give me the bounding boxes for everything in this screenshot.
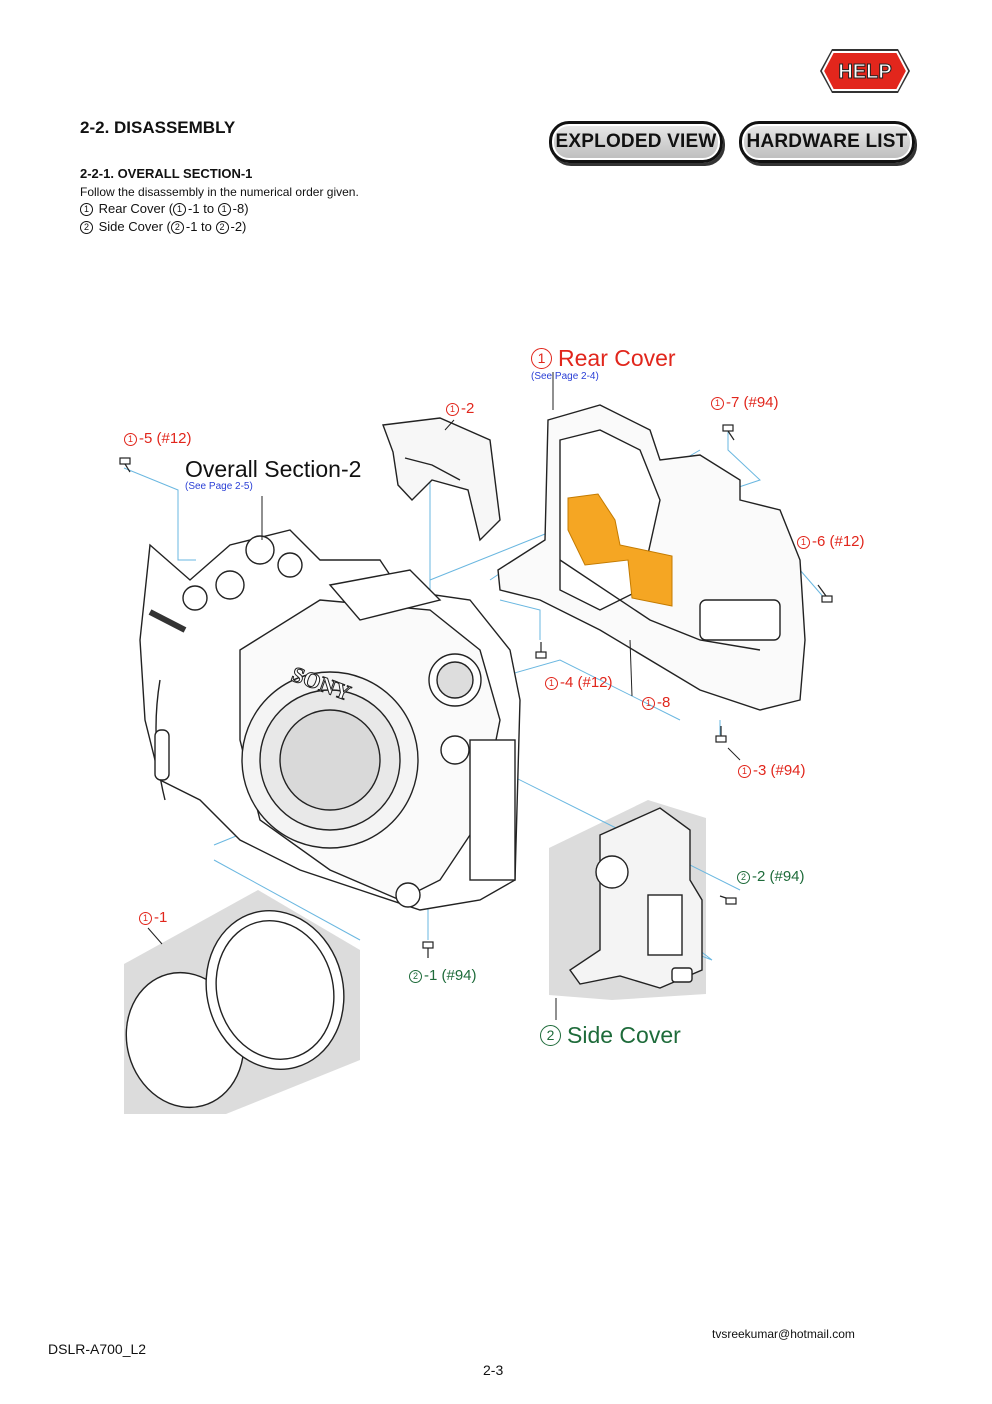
callout-1-2: 1-2 [446, 400, 474, 417]
callout-1-6: 1-6 (#12) [797, 533, 865, 550]
callout-1-7: 1-7 (#94) [711, 394, 779, 411]
camera-body: SONY [139, 529, 521, 911]
callout-1-8: 1-8 [642, 694, 670, 711]
footer-email: tvsreekumar@hotmail.com [712, 1327, 855, 1341]
pointer-lines [147, 372, 741, 1020]
circled-number: 2 [80, 221, 93, 234]
step-side-cover: 2 Side Cover (2-1 to 2-2) [80, 219, 246, 234]
body-cap [125, 910, 345, 1109]
screw-icon [119, 457, 131, 473]
subsection-title: 2-2-1. OVERALL SECTION-1 [80, 166, 253, 181]
callout-1-3: 1-3 (#94) [738, 762, 806, 779]
exploded-view-button[interactable]: EXPLODED VIEW [549, 121, 723, 163]
callout-1-1: 1-1 [139, 909, 167, 926]
eyepiece-cup [382, 417, 501, 542]
screw-icon [715, 726, 727, 743]
flex-cable [567, 493, 673, 607]
callout-1-4: 1-4 (#12) [545, 674, 613, 691]
screw-icon [422, 941, 434, 958]
screws [119, 424, 833, 958]
screw-icon [535, 642, 547, 659]
callout-1-5: 1-5 (#12) [124, 430, 192, 447]
step-rear-cover: 1 Rear Cover (1-1 to 1-8) [80, 201, 249, 216]
help-label: HELP [838, 61, 891, 83]
footer-model: DSLR-A700_L2 [48, 1341, 147, 1357]
intro-text: Follow the disassembly in the numerical … [80, 185, 359, 199]
screw-icon [722, 424, 735, 441]
callout-2-2: 2-2 (#94) [737, 868, 805, 885]
hardware-list-button[interactable]: HARDWARE LIST [739, 121, 915, 163]
circled-number: 1 [80, 203, 93, 216]
overall-section-2-see-page: (See Page 2-5) [185, 481, 253, 492]
screw-icon [719, 895, 737, 905]
hardware-list-label: HARDWARE LIST [746, 131, 908, 152]
page-number: 2-3 [483, 1362, 504, 1378]
exploded-view-label: EXPLODED VIEW [555, 131, 717, 152]
screw-icon [817, 584, 833, 603]
help-button[interactable]: HELP [818, 46, 912, 96]
callout-2-1: 2-1 (#94) [409, 967, 477, 984]
rear-cover-see-page: (See Page 2-4) [531, 371, 599, 382]
overall-section-2-title: Overall Section-2 [185, 456, 362, 482]
side-cover-part [569, 807, 703, 989]
section-title: 2-2. DISASSEMBLY [80, 118, 236, 137]
